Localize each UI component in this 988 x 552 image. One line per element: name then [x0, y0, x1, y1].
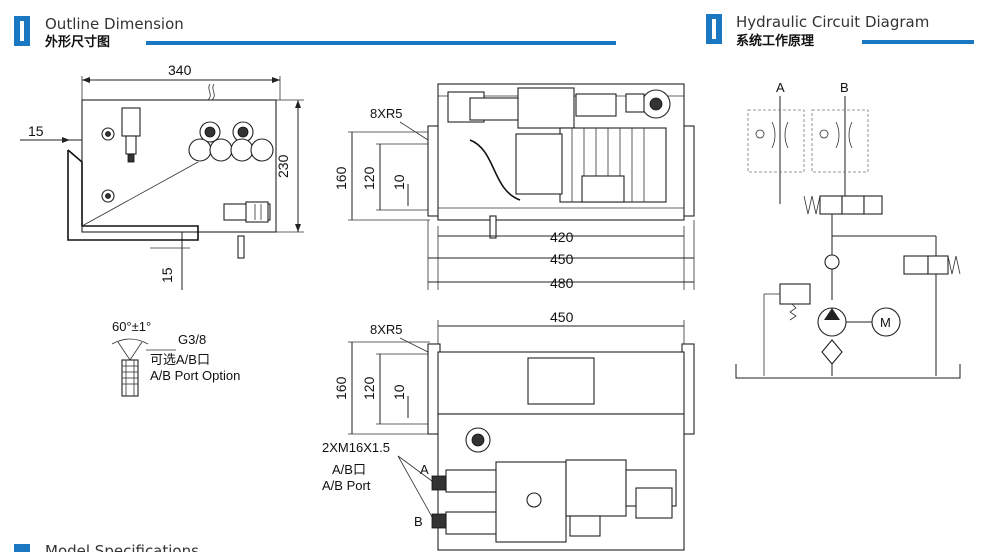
dim-offset-left-15: 15: [28, 123, 44, 139]
header-rule: [862, 40, 974, 44]
port-option-en: A/B Port Option: [150, 368, 240, 383]
front-port-cn: A/B口: [332, 462, 366, 477]
port-detail: 60°±1° G3/8 可选A/B口 A/B Port Option: [111, 319, 240, 397]
header-rule: [146, 41, 616, 45]
top-view: 8XR5 160 120 10: [333, 83, 695, 291]
port-thread: G3/8: [178, 332, 206, 347]
reservoir: [735, 364, 961, 379]
directional-valve: [819, 195, 843, 215]
front-port-b: B: [414, 514, 423, 529]
side-view: 340 230 15 15: [20, 62, 304, 290]
front-port-en: A/B Port: [322, 478, 371, 493]
front-view: 8XR5 450 160 120 10 2X: [322, 309, 695, 551]
circuit-port-b: B: [840, 80, 849, 95]
circuit-header: Hydraulic Circuit Diagram 系统工作原理: [706, 13, 974, 49]
front-dim-160: 160: [333, 376, 349, 400]
circuit-port-a: A: [776, 80, 785, 95]
model-header: Model Specifications: [14, 542, 199, 552]
front-slot-label: 8XR5: [370, 322, 403, 337]
circuit-title-cn: 系统工作原理: [736, 33, 814, 49]
mounting-bracket: [67, 149, 199, 241]
throttle-valve-b: [811, 109, 869, 173]
dim-width-340: 340: [168, 62, 192, 78]
front-port-thread: 2XM16X1.5: [322, 440, 390, 455]
port-option-cn: 可选A/B口: [150, 352, 210, 367]
outline-title: Outline Dimension: [45, 15, 184, 33]
front-port-a: A: [420, 462, 429, 477]
top-dim-120: 120: [361, 166, 377, 190]
front-dim-120: 120: [361, 376, 377, 400]
front-dim-10: 10: [391, 384, 407, 400]
outline-header: Outline Dimension 外形尺寸图: [14, 15, 616, 50]
front-dim-450: 450: [550, 309, 574, 325]
top-dim-450: 450: [550, 251, 574, 267]
top-dim-10: 10: [391, 174, 407, 190]
dim-offset-bottom-15: 15: [159, 267, 175, 283]
top-slot-label: 8XR5: [370, 106, 403, 121]
dim-height-230: 230: [275, 154, 291, 178]
filter: [821, 339, 843, 365]
relief-valve: [779, 283, 811, 305]
port-angle: 60°±1°: [112, 319, 151, 334]
check-valve: [824, 254, 840, 270]
motor-symbol: [871, 307, 901, 337]
outline-title-cn: 外形尺寸图: [44, 34, 110, 50]
top-dim-420: 420: [550, 229, 574, 245]
hydraulic-circuit: A B M: [735, 80, 961, 379]
model-title: Model Specifications: [45, 542, 199, 552]
circuit-title: Hydraulic Circuit Diagram: [736, 13, 929, 31]
circuit-motor-label: M: [880, 315, 891, 330]
top-dim-160: 160: [333, 166, 349, 190]
header-marker: [14, 544, 30, 552]
throttle-valve-a: [747, 109, 805, 173]
top-dim-480: 480: [550, 275, 574, 291]
